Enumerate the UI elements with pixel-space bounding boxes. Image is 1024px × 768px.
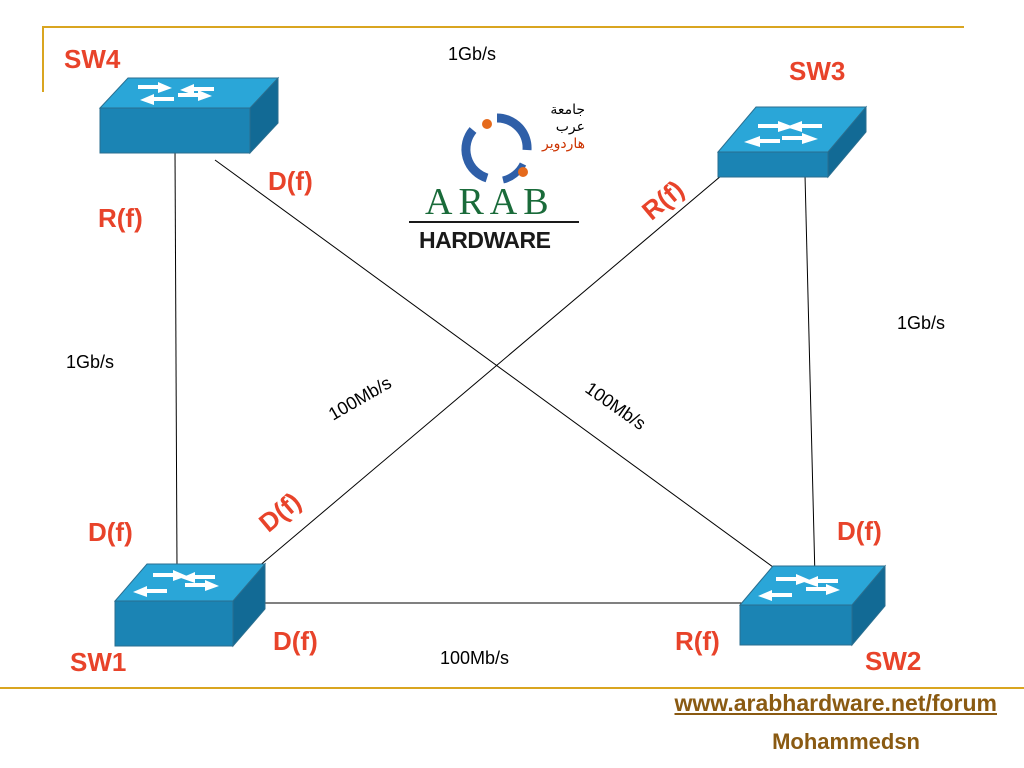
switch-label-sw3: SW3 [789, 56, 846, 86]
top-frame-line [42, 26, 964, 28]
forum-url-link[interactable]: www.arabhardware.net/forum [674, 690, 998, 716]
switch-label-sw2: SW2 [865, 646, 922, 676]
logo-wordmark: ARAB [425, 181, 555, 223]
switch-icon-sw4 [98, 76, 280, 155]
link-sw3-sw1 [244, 169, 729, 579]
port-role-sw2-to-sw3: D(f) [837, 516, 882, 546]
switch-label-sw1: SW1 [70, 647, 127, 677]
logo-arabic-text: جامعة عرب هاردوير [541, 102, 585, 152]
switch-label-sw4: SW4 [64, 44, 121, 74]
switch-icon-sw3 [716, 105, 868, 179]
author-name: Mohammedsn [772, 729, 920, 754]
link-speed-sw3-sw2: 1Gb/s [897, 313, 946, 333]
arab-hardware-logo: جامعة عرب هاردوير ARAB HARDWARE [405, 100, 585, 253]
link-sw4-sw2 [214, 159, 789, 579]
port-role-sw2-to-sw1: R(f) [675, 626, 720, 656]
port-role-sw1-to-sw2: D(f) [273, 626, 318, 656]
link-sw3-sw2 [804, 174, 816, 579]
left-frame-line [42, 26, 44, 92]
port-role-sw4-to-sw1: R(f) [98, 203, 143, 233]
link-sw4-sw1 [174, 149, 178, 571]
bottom-frame-line [0, 687, 1024, 689]
logo-divider [409, 221, 579, 223]
port-role-sw1-to-sw4: D(f) [88, 517, 133, 547]
logo-subtitle: HARDWARE [419, 227, 551, 253]
link-speed-sw1-sw2: 100Mb/s [440, 648, 510, 668]
logo-emblem-icon [461, 113, 532, 184]
switch-icon-sw2 [738, 564, 887, 647]
link-speed-sw4-sw1: 1Gb/s [66, 352, 115, 372]
switch-icon-sw1 [113, 562, 267, 648]
port-role-sw4-to-sw2: D(f) [268, 166, 313, 196]
link-speed-sw4-sw3: 1Gb/s [448, 44, 497, 64]
